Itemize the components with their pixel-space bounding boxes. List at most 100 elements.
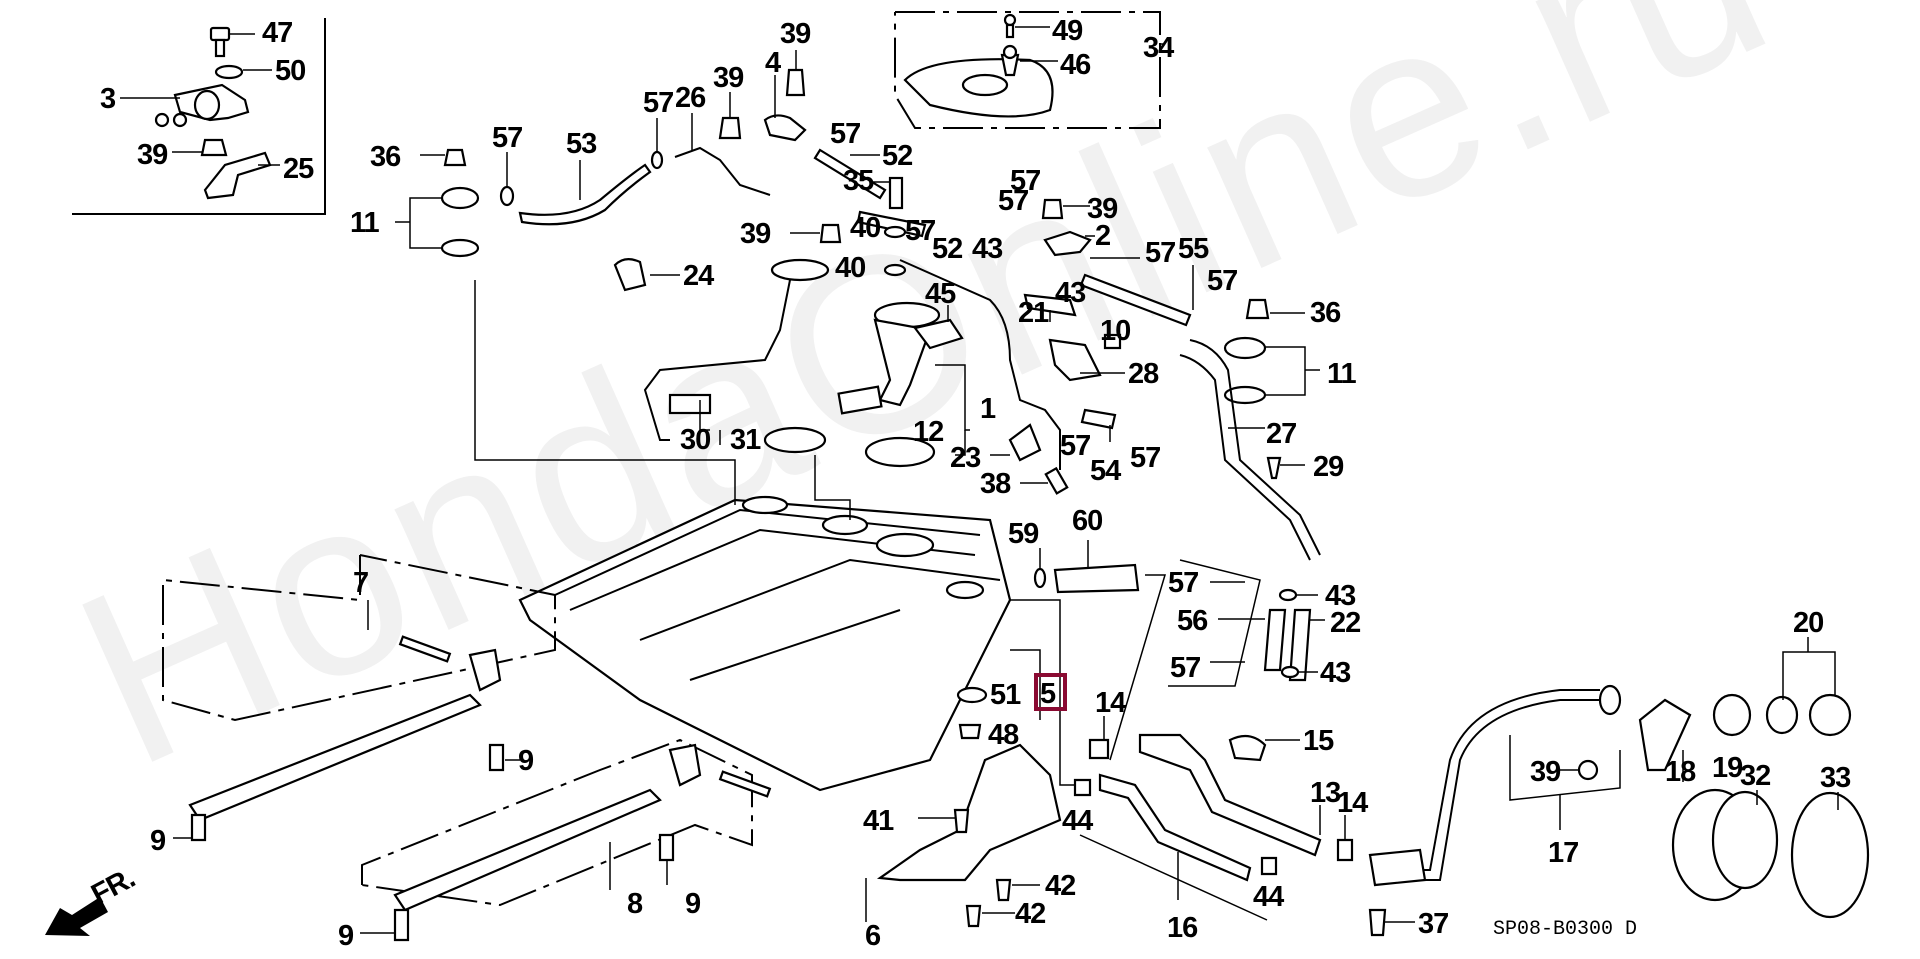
- callout-48[interactable]: 48: [988, 719, 1020, 751]
- callout-9[interactable]: 9: [150, 825, 167, 857]
- callout-19[interactable]: 19: [1712, 752, 1744, 784]
- callout-14[interactable]: 14: [1337, 787, 1369, 819]
- callout-60[interactable]: 60: [1072, 505, 1103, 537]
- strap-8: [361, 738, 772, 912]
- callout-57[interactable]: 57: [1010, 165, 1041, 197]
- callout-6[interactable]: 6: [865, 920, 882, 952]
- callout-56[interactable]: 56: [1177, 605, 1209, 637]
- hose-54-icon: [1080, 408, 1117, 430]
- valve-38-icon: [1044, 466, 1069, 495]
- callout-11[interactable]: 11: [1327, 358, 1358, 390]
- washer-40-icon: [883, 263, 907, 277]
- callout-57[interactable]: 57: [1060, 430, 1091, 462]
- callout-55[interactable]: 55: [1178, 233, 1210, 265]
- callout-15[interactable]: 15: [1303, 725, 1335, 757]
- callout-49[interactable]: 49: [1052, 15, 1084, 47]
- callout-13[interactable]: 13: [1310, 777, 1342, 809]
- callout-labels: 47 50 3 39 25 36 11 57 53 57 26 39 4 39 …: [100, 15, 1852, 952]
- strap-7-icon: [188, 693, 482, 822]
- callout-7[interactable]: 7: [353, 567, 369, 599]
- callout-37[interactable]: 37: [1418, 908, 1449, 940]
- callout-9[interactable]: 9: [338, 920, 355, 952]
- callout-24[interactable]: 24: [683, 260, 715, 292]
- hose-13-icon: [1138, 733, 1322, 857]
- callout-20[interactable]: 20: [1793, 607, 1824, 639]
- callout-43[interactable]: 43: [1320, 657, 1352, 689]
- callout-57[interactable]: 57: [1130, 442, 1161, 474]
- callout-22[interactable]: 22: [1330, 607, 1361, 639]
- callout-30[interactable]: 30: [680, 424, 711, 456]
- callout-3[interactable]: 3: [100, 83, 117, 115]
- callout-57[interactable]: 57: [1145, 237, 1176, 269]
- callout-57[interactable]: 57: [643, 87, 674, 119]
- callout-36[interactable]: 36: [370, 141, 402, 173]
- callout-26[interactable]: 26: [675, 82, 707, 114]
- callout-59[interactable]: 59: [1008, 518, 1040, 550]
- callout-5-highlighted[interactable]: 5: [1040, 678, 1057, 710]
- callout-54[interactable]: 54: [1090, 455, 1122, 487]
- callout-46[interactable]: 46: [1060, 49, 1092, 81]
- callout-50[interactable]: 50: [275, 55, 306, 87]
- callout-12[interactable]: 12: [913, 416, 944, 448]
- callout-57[interactable]: 57: [830, 118, 861, 150]
- callout-57[interactable]: 57: [998, 185, 1029, 217]
- callout-11[interactable]: 11: [350, 207, 381, 239]
- callout-35[interactable]: 35: [843, 165, 875, 197]
- callout-39[interactable]: 39: [137, 139, 169, 171]
- clamp-14-icon: [1088, 738, 1110, 760]
- callout-2[interactable]: 2: [1095, 220, 1111, 252]
- callout-57[interactable]: 57: [1207, 265, 1238, 297]
- callout-52[interactable]: 52: [882, 140, 913, 172]
- callout-39[interactable]: 39: [780, 18, 812, 50]
- callout-53[interactable]: 53: [566, 128, 598, 160]
- callout-43[interactable]: 43: [1055, 277, 1087, 309]
- callout-39[interactable]: 39: [1530, 756, 1562, 788]
- callout-43[interactable]: 43: [1325, 580, 1357, 612]
- callout-34[interactable]: 34: [1143, 32, 1175, 64]
- bracket-18-icon: [1638, 698, 1692, 772]
- callout-25[interactable]: 25: [283, 153, 315, 185]
- callout-43[interactable]: 43: [972, 233, 1004, 265]
- callout-40[interactable]: 40: [850, 212, 881, 244]
- callout-23[interactable]: 23: [950, 442, 982, 474]
- callout-44[interactable]: 44: [1062, 805, 1094, 837]
- callout-40[interactable]: 40: [835, 252, 866, 284]
- callout-57[interactable]: 57: [905, 215, 936, 247]
- callout-28[interactable]: 28: [1128, 358, 1160, 390]
- callout-52[interactable]: 52: [932, 233, 963, 265]
- callout-1[interactable]: 1: [980, 393, 997, 425]
- callout-4[interactable]: 4: [765, 47, 782, 79]
- callout-38[interactable]: 38: [980, 468, 1012, 500]
- callout-29[interactable]: 29: [1313, 451, 1345, 483]
- gasket-12-icon: [763, 426, 827, 454]
- callout-17[interactable]: 17: [1548, 837, 1579, 869]
- callout-57[interactable]: 57: [1168, 567, 1199, 599]
- callout-39[interactable]: 39: [713, 62, 745, 94]
- callout-16[interactable]: 16: [1167, 912, 1199, 944]
- callout-18[interactable]: 18: [1665, 756, 1697, 788]
- callout-42[interactable]: 42: [1045, 870, 1076, 902]
- bolt-9-icon: [488, 743, 505, 772]
- callout-42[interactable]: 42: [1015, 898, 1046, 930]
- callout-36[interactable]: 36: [1310, 297, 1342, 329]
- callout-41[interactable]: 41: [863, 805, 895, 837]
- callout-9[interactable]: 9: [685, 888, 702, 920]
- callout-32[interactable]: 32: [1740, 760, 1771, 792]
- callout-57[interactable]: 57: [1170, 652, 1201, 684]
- callout-47[interactable]: 47: [262, 17, 293, 49]
- callout-33[interactable]: 33: [1820, 762, 1852, 794]
- callout-39[interactable]: 39: [740, 218, 772, 250]
- callout-10[interactable]: 10: [1100, 315, 1131, 347]
- strap-7: [162, 554, 556, 822]
- callout-39[interactable]: 39: [1087, 193, 1119, 225]
- callout-45[interactable]: 45: [925, 278, 957, 310]
- callout-27[interactable]: 27: [1266, 418, 1297, 450]
- callout-44[interactable]: 44: [1253, 881, 1285, 913]
- callout-14[interactable]: 14: [1095, 687, 1127, 719]
- callout-8[interactable]: 8: [627, 888, 644, 920]
- callout-51[interactable]: 51: [990, 679, 1022, 711]
- callout-57[interactable]: 57: [492, 122, 523, 154]
- callout-31[interactable]: 31: [730, 424, 762, 456]
- callout-21[interactable]: 21: [1018, 297, 1050, 329]
- callout-9[interactable]: 9: [518, 745, 535, 777]
